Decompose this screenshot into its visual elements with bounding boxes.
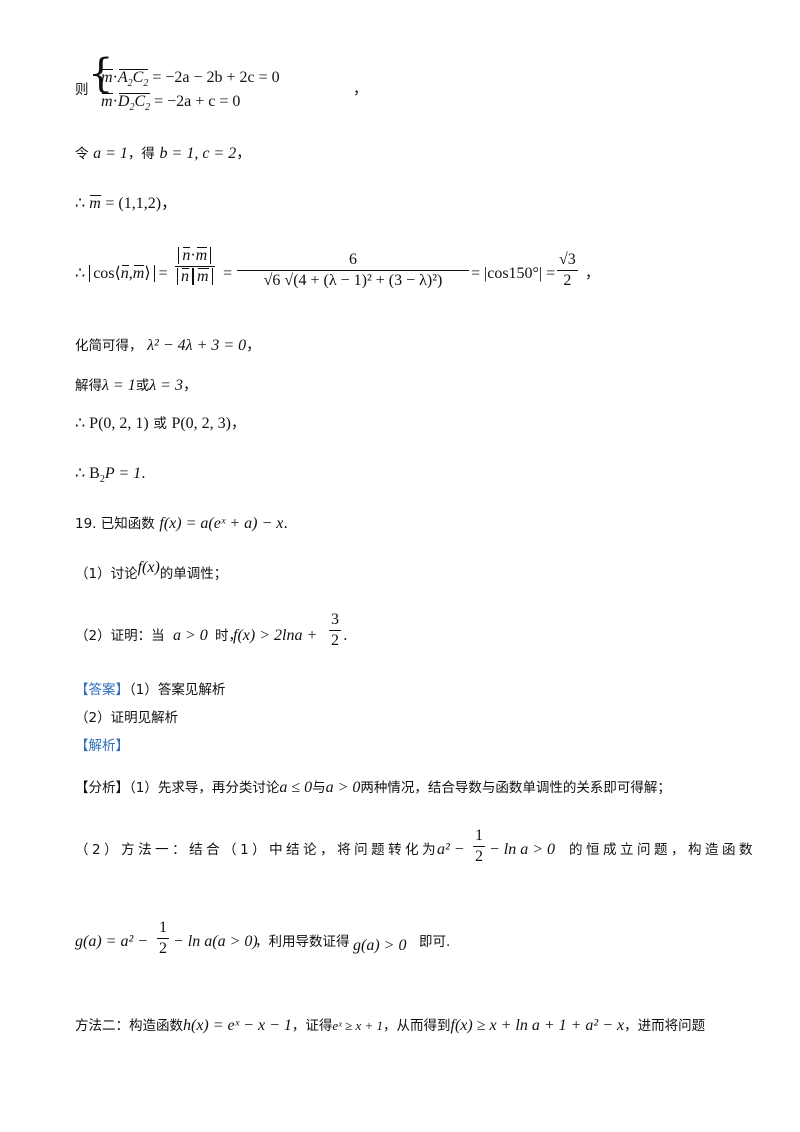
fraction-one-half-b: 1 2	[157, 919, 169, 957]
point-p-line: ∴ P(0, 2, 1) 或 P(0, 2, 3)，	[75, 415, 246, 432]
answer-line-1: 【答案】（1）答案见解析	[75, 682, 226, 698]
analysis-tag-line: 【解析】	[75, 736, 129, 756]
fraction-three-halves: 3 2	[329, 611, 341, 649]
method-two: 方法二：构造函数h(x) = eˣ − x − 1，证得eˣ ≥ x + 1，从…	[75, 1017, 706, 1034]
simplify-line: 化简可得， λ² − 4λ + 3 = 0，	[75, 337, 261, 354]
fraction-one-half-a: 1 2	[473, 827, 485, 865]
question-19-part1: （1）讨论f(x)的单调性；	[75, 559, 228, 582]
b2p-line: ∴ B2P = 1.	[75, 465, 146, 485]
answer-tag: 【答案】	[75, 682, 129, 698]
vector-d2c2: D2C2	[118, 92, 151, 118]
equation-1: m·A2C2 = −2a − 2b + 2c = 0	[101, 68, 280, 94]
vector-m-line: ∴ m = (1,1,2)，	[75, 195, 178, 212]
solve-line: 解得λ = 1或λ = 3，	[75, 377, 198, 394]
question-19: 19. 已知函数 f(x) = a(eˣ + a) − x.	[75, 515, 288, 532]
vector-m: m	[89, 195, 101, 212]
vector-a2c2: A2C2	[118, 68, 149, 94]
let-a-line: 令 a = 1，得 b = 1, c = 2，	[75, 145, 251, 162]
text-then: 则	[75, 82, 89, 98]
analysis-part1: 【分析】（1）先求导，再分类讨论a ≤ 0与a > 0两种情况，结合导数与函数单…	[75, 779, 671, 796]
fraction-six: 6 √6 √(4 + (λ − 1)² + (3 − λ)²)	[237, 250, 469, 291]
fraction-sqrt3: √3 2	[557, 251, 578, 289]
answer-line-2: （2）证明见解析	[75, 710, 179, 726]
analysis-tag: 【解析】	[75, 738, 129, 754]
equation-2: m·D2C2 = −2a + c = 0	[101, 92, 240, 118]
